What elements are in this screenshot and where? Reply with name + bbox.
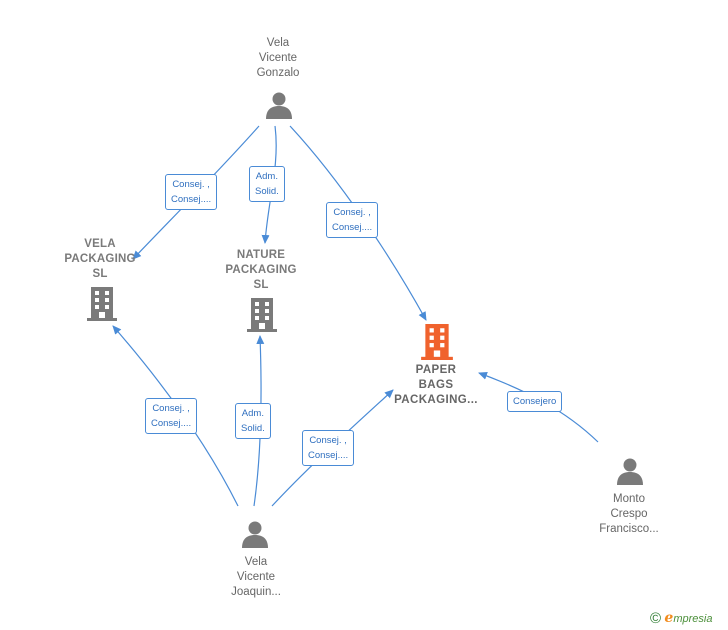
edge-label-gonzalo-nature[interactable]: Adm. Solid.: [249, 166, 285, 202]
company-label-paper-bags[interactable]: PAPER BAGS PACKAGING...: [394, 364, 478, 406]
building-icon[interactable]: [87, 287, 117, 326]
edge-label-joaquin-vela[interactable]: Consej. , Consej....: [145, 398, 198, 434]
edge-label-monto-paper[interactable]: Consejero: [507, 391, 563, 412]
building-icon[interactable]: [247, 298, 277, 337]
edge-label-gonzalo-vela[interactable]: Consej. , Consej....: [165, 174, 218, 210]
brand-logo-e: e: [664, 610, 674, 626]
brand-footer: © empresia: [650, 610, 712, 627]
person-label-vela-joaquin[interactable]: Vela Vicente Joaquin...: [231, 556, 281, 598]
company-label-nature-packaging[interactable]: NATURE PACKAGING SL: [225, 249, 297, 291]
edge-label-joaquin-nature[interactable]: Adm. Solid.: [235, 403, 271, 439]
building-icon[interactable]: [421, 324, 453, 365]
edge-label-gonzalo-paper[interactable]: Consej. , Consej....: [326, 202, 379, 238]
company-label-vela-packaging[interactable]: VELA PACKAGING SL: [64, 238, 136, 280]
edge-label-joaquin-paper[interactable]: Consej. , Consej....: [302, 430, 355, 466]
copyright-symbol: ©: [650, 610, 662, 627]
person-icon[interactable]: [615, 456, 645, 491]
person-icon[interactable]: [240, 519, 270, 554]
person-label-monto-crespo[interactable]: Monto Crespo Francisco...: [599, 493, 659, 535]
person-label-vela-gonzalo[interactable]: Vela Vicente Gonzalo: [256, 37, 300, 79]
person-icon[interactable]: [264, 90, 294, 125]
brand-logo-text: mpresia: [673, 613, 713, 625]
